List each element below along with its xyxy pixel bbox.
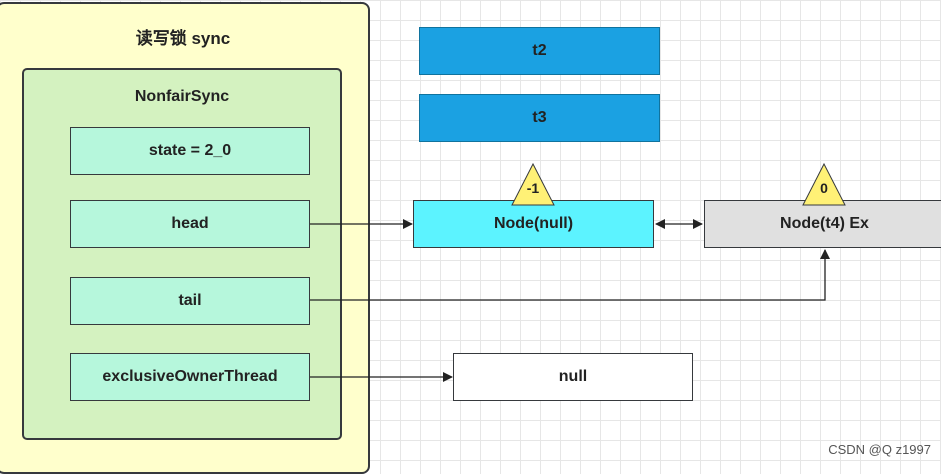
thread-t3-box: t3	[419, 94, 660, 142]
sync-title: 读写锁 sync	[135, 29, 231, 48]
thread-t2-box: t2	[419, 27, 660, 75]
null-box: null	[453, 353, 693, 401]
node-null: Node(null)	[413, 200, 654, 248]
head-field: head	[70, 200, 310, 248]
wait-status-node-null: -1	[526, 180, 540, 196]
wait-status-node-t4: 0	[820, 180, 828, 196]
footer-credit: CSDN @Q z1997	[828, 442, 931, 457]
state-field: state = 2_0	[70, 127, 310, 175]
tail-arrow	[310, 249, 830, 301]
tail-field: tail	[70, 277, 310, 325]
nonfair-sync-title: NonfairSync	[134, 88, 230, 105]
node-t4: Node(t4) Ex	[704, 200, 941, 248]
exclusive-owner-thread-field: exclusiveOwnerThread	[70, 353, 310, 401]
